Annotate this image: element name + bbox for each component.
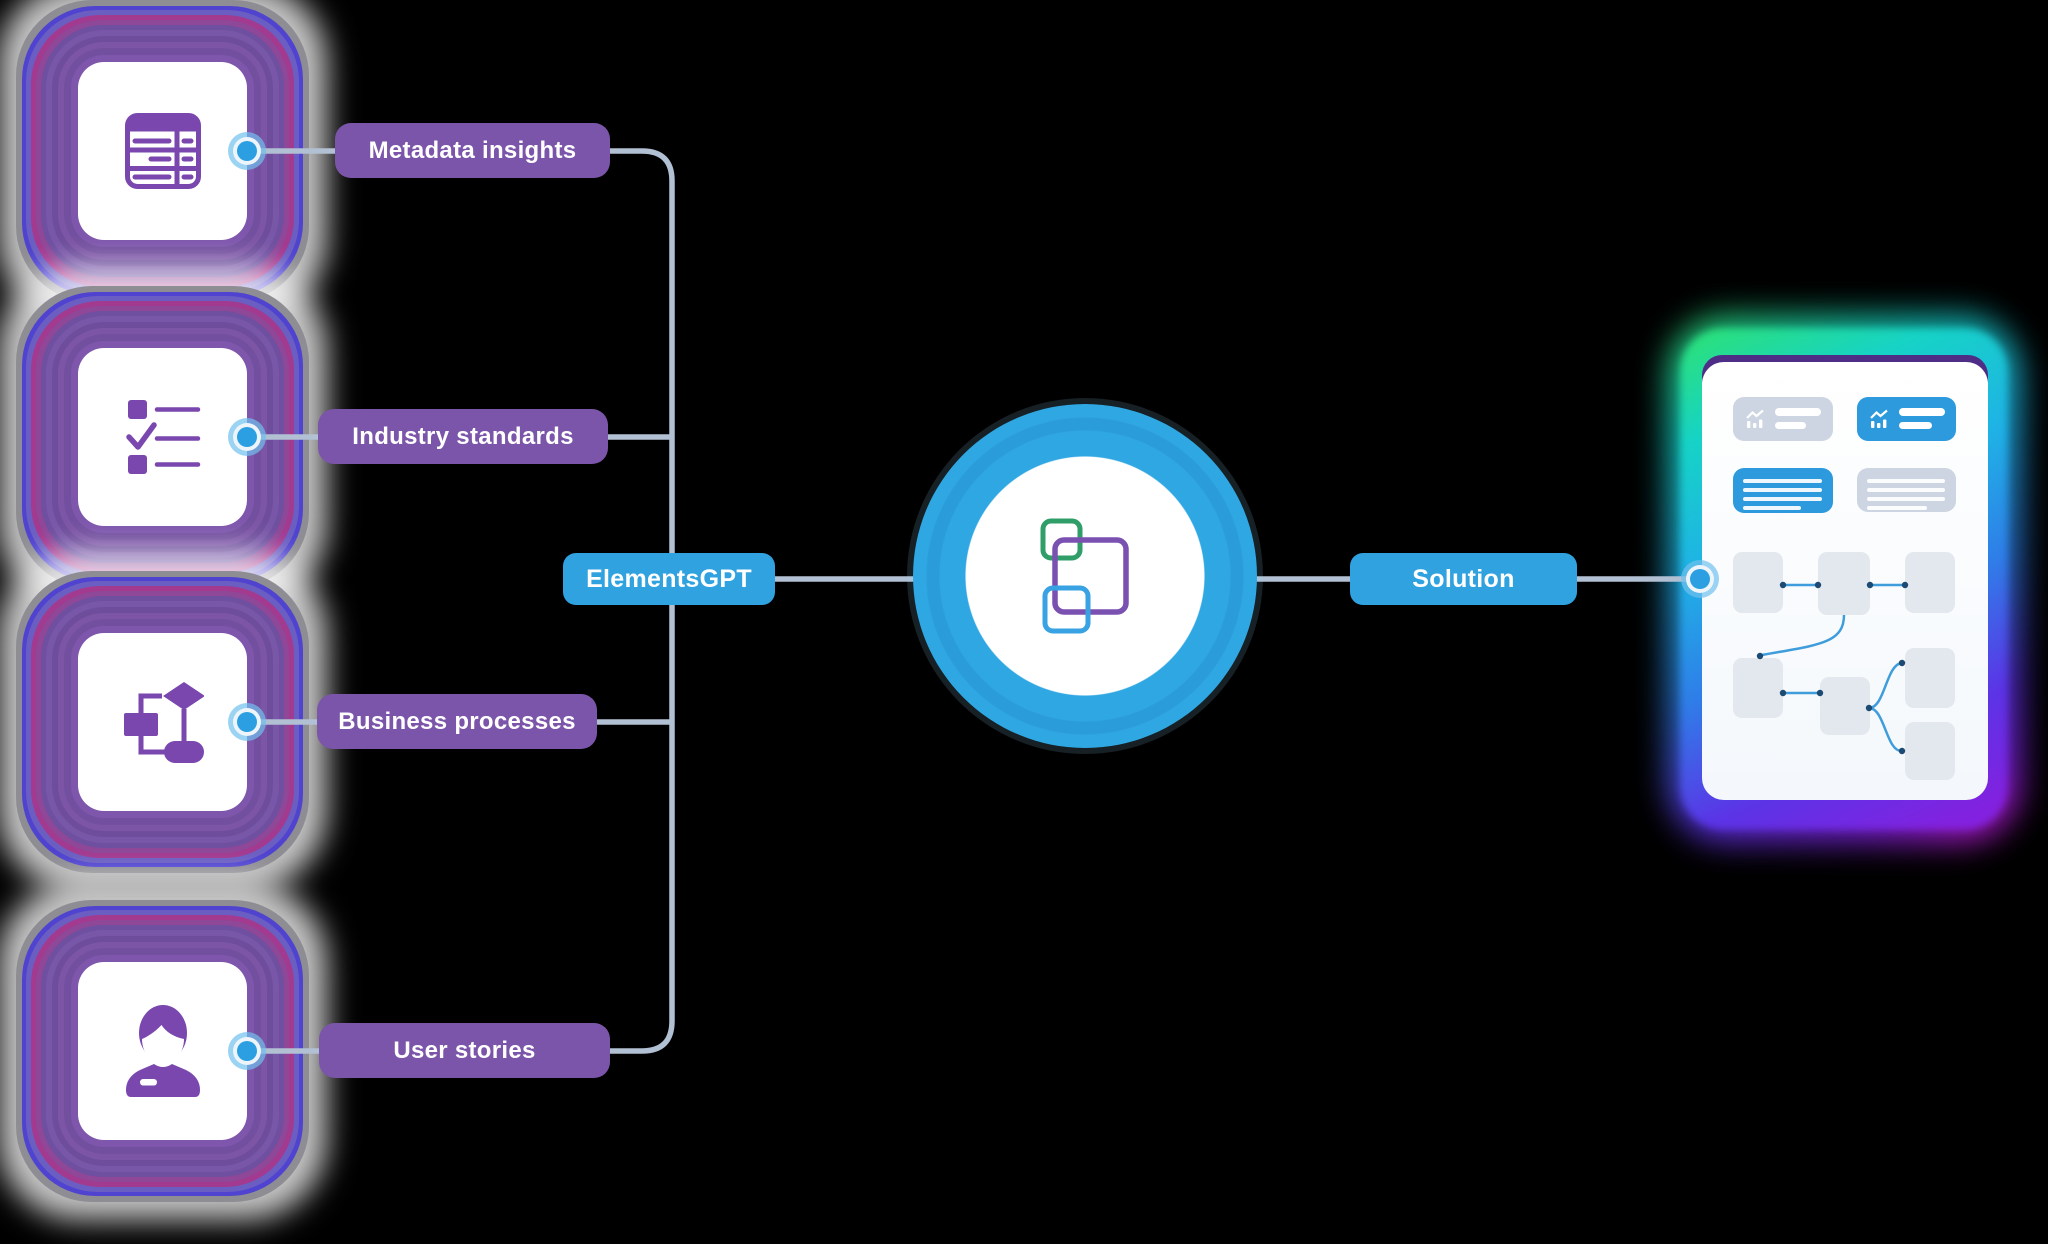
text-card-blue [1733, 468, 1833, 513]
stat-card-blue [1857, 397, 1956, 441]
pill-label: Solution [1412, 564, 1515, 593]
database-table-icon [124, 113, 201, 189]
line-chart-icon [1870, 409, 1888, 428]
flow-node [1820, 677, 1870, 735]
flow-node [1733, 658, 1783, 718]
pill-label: ElementsGPT [586, 564, 752, 593]
connector-node-standards [228, 418, 266, 456]
pill-label: Industry standards [352, 422, 574, 450]
elements-hub-circle [913, 404, 1257, 748]
checklist-icon [125, 400, 200, 474]
connector-node-metadata [228, 132, 266, 170]
flow-node [1905, 722, 1955, 780]
flowchart-icon [123, 682, 204, 763]
placeholder-line [1867, 497, 1945, 501]
flow-node [1818, 552, 1870, 615]
elements-logo-icon [1040, 518, 1129, 634]
placeholder-line [1867, 488, 1945, 492]
label-pill-metadata-insights: Metadata insights [335, 123, 610, 178]
placeholder-line [1867, 479, 1945, 483]
pill-label: Business processes [338, 707, 576, 735]
user-icon [125, 1005, 200, 1097]
placeholder-line [1775, 408, 1821, 416]
placeholder-line [1743, 479, 1822, 483]
flow-node [1905, 648, 1955, 708]
placeholder-line [1899, 422, 1932, 429]
label-pill-industry-standards: Industry standards [318, 409, 608, 464]
solution-board-mockup [1668, 316, 2020, 842]
source-card-metadata-insights [78, 62, 247, 240]
pill-label: User stories [393, 1036, 536, 1064]
placeholder-line [1899, 408, 1945, 416]
elementsgpt-badge: ElementsGPT [563, 553, 775, 605]
connector-node-solution [1681, 560, 1719, 598]
placeholder-line [1775, 422, 1806, 429]
flow-node [1905, 552, 1955, 613]
source-card-industry-standards [78, 348, 247, 526]
placeholder-line [1743, 506, 1801, 510]
solution-badge: Solution [1350, 553, 1577, 605]
mockup-board [1702, 362, 1988, 800]
flow-node [1733, 552, 1783, 613]
label-pill-business-processes: Business processes [317, 694, 597, 749]
label-pill-user-stories: User stories [319, 1023, 610, 1078]
placeholder-line [1743, 497, 1822, 501]
pill-label: Metadata insights [368, 136, 577, 164]
source-card-user-stories [78, 962, 247, 1140]
flow-connector-lines [1756, 581, 1909, 755]
line-chart-icon [1746, 409, 1764, 428]
text-card-gray [1857, 468, 1956, 512]
stat-card-gray [1733, 397, 1833, 441]
connector-node-stories [228, 1032, 266, 1070]
connector-node-processes [228, 703, 266, 741]
placeholder-line [1867, 506, 1927, 510]
placeholder-line [1743, 488, 1822, 492]
source-card-business-processes [78, 633, 247, 811]
